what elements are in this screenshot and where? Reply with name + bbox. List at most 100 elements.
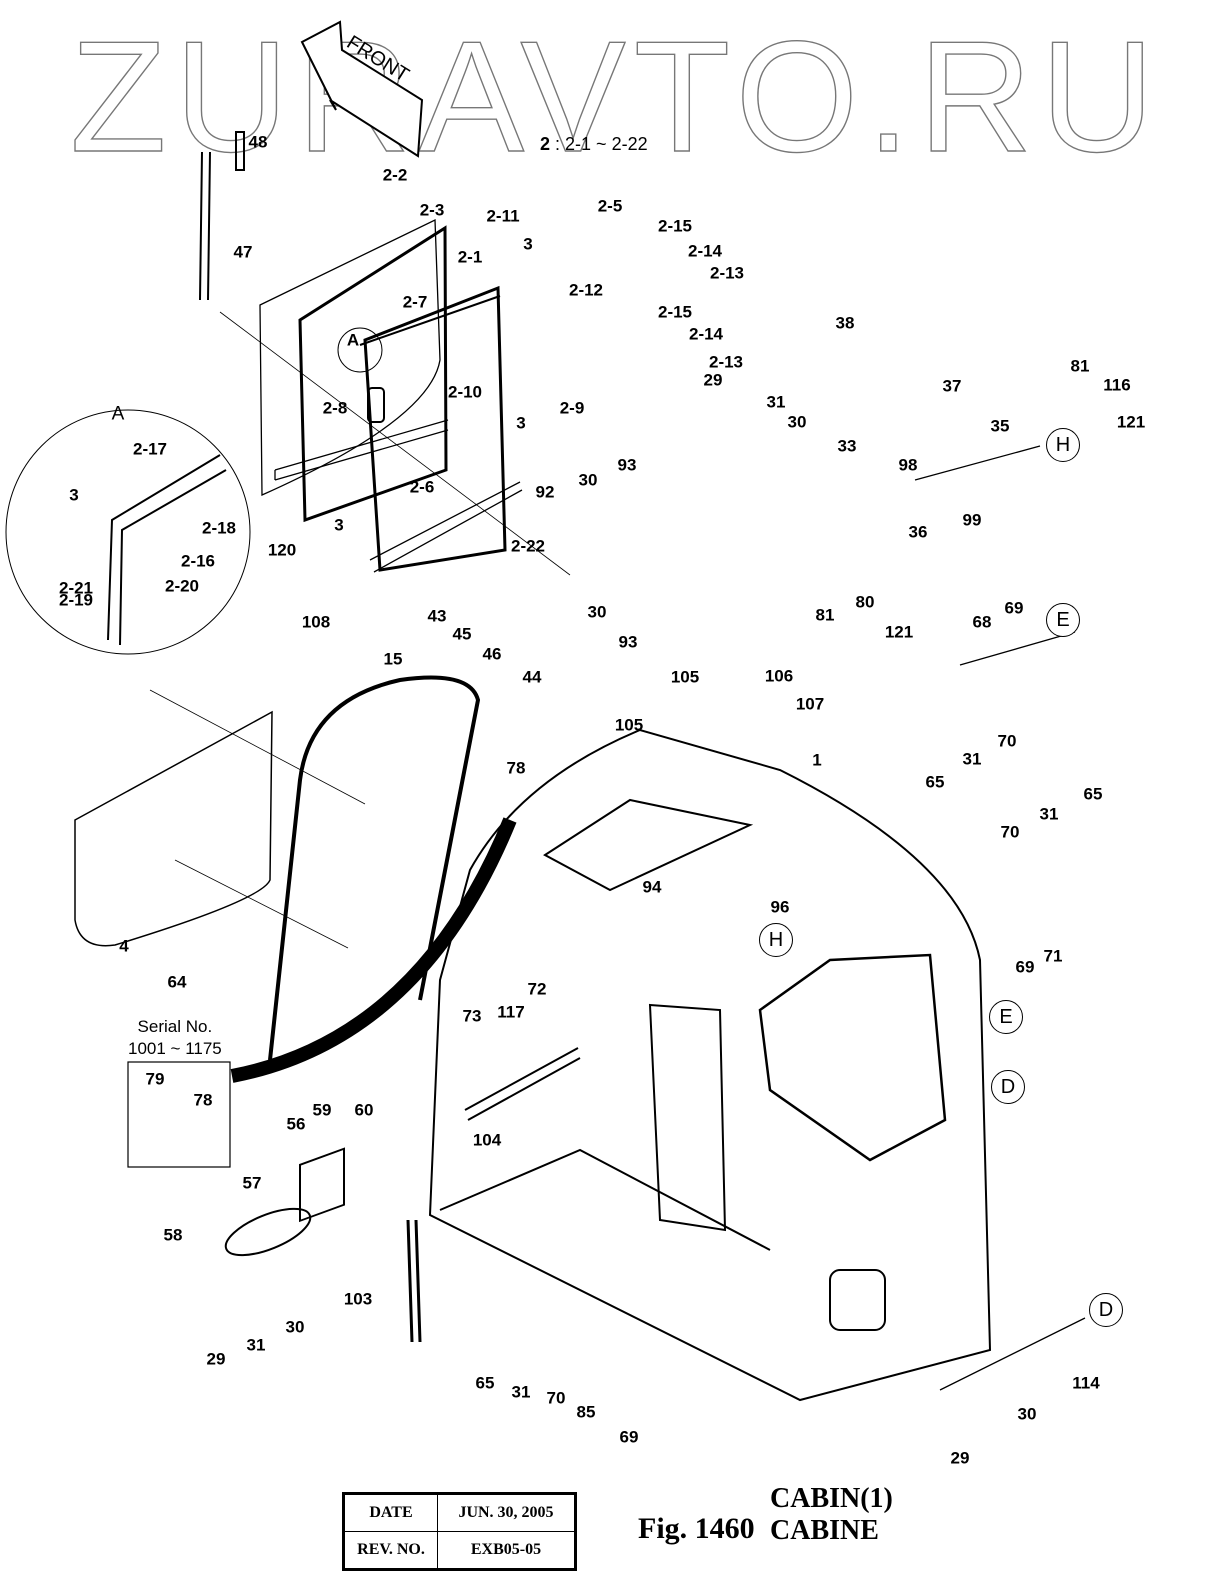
part-callout: 2-13 — [708, 352, 744, 372]
detail-a-circle — [5, 409, 251, 655]
rev-value: EXB05-05 — [437, 1531, 576, 1570]
door-sash — [363, 285, 507, 572]
part-callout: 78 — [193, 1090, 213, 1110]
part-callout: 29 — [703, 370, 723, 390]
part-callout: 72 — [527, 979, 547, 999]
part-callout: 92 — [535, 482, 555, 502]
part-callout: 29 — [206, 1349, 226, 1369]
part-callout: 70 — [546, 1388, 566, 1408]
ref-circle-e-cabin: E — [989, 1000, 1023, 1034]
part-callout: 2-17 — [132, 439, 168, 459]
part-callout: 114 — [1072, 1373, 1100, 1393]
door-opening — [648, 1003, 727, 1232]
figure-title-fr: CABINE — [770, 1515, 879, 1547]
part-callout: 3 — [516, 413, 526, 433]
part-callout: 59 — [312, 1100, 332, 1120]
figure-title-en: CABIN(1) — [770, 1483, 893, 1514]
part-callout: 79 — [145, 1069, 165, 1089]
part-callout: 107 — [795, 694, 825, 714]
strip-104 — [464, 1047, 581, 1121]
part-callout: 38 — [835, 313, 855, 333]
cabin-body — [428, 728, 992, 1402]
part-callout: 99 — [962, 510, 982, 530]
part-callout: 30 — [587, 602, 607, 622]
part-callout: 2-1 — [457, 247, 483, 267]
date-label: DATE — [343, 1493, 438, 1532]
part-callout: 58 — [163, 1225, 183, 1245]
part-callout: A — [346, 330, 360, 350]
part-callout: 2-13 — [709, 263, 745, 283]
part-callout: 98 — [898, 455, 918, 475]
wiper-blade — [235, 131, 245, 171]
part-callout: 108 — [301, 612, 331, 632]
part-callout: 65 — [1083, 784, 1103, 804]
part-callout: 30 — [787, 412, 807, 432]
ref-circle-d-cabin: D — [991, 1070, 1025, 1104]
part-callout: 80 — [855, 592, 875, 612]
roof-opening — [543, 798, 754, 892]
part-callout: 44 — [522, 667, 542, 687]
part-callout: 3 — [69, 485, 79, 505]
part-callout: 65 — [475, 1373, 495, 1393]
assembly-note: 2 : 2-1 ~ 2-22 — [540, 134, 648, 155]
part-callout: 2-15 — [657, 216, 693, 236]
part-callout: 15 — [383, 649, 403, 669]
part-callout: 2-21 — [58, 578, 94, 598]
door-seal-frame — [298, 225, 448, 523]
leader-h — [914, 445, 1041, 481]
part-callout: 69 — [619, 1427, 639, 1447]
figure-title: CABIN(1) CABINE — [770, 1483, 893, 1547]
part-callout: 85 — [576, 1402, 596, 1422]
glass-seal — [268, 675, 481, 1061]
part-callout: 70 — [1000, 822, 1020, 842]
door-glass-upper — [259, 218, 441, 496]
part-callout: 2-10 — [447, 382, 483, 402]
part-callout: 2-18 — [201, 518, 237, 538]
door-handle — [367, 387, 385, 423]
part-callout: 94 — [642, 877, 662, 897]
part-callout: 2-22 — [510, 536, 546, 556]
rear-window-frame — [758, 953, 947, 1162]
watermark: ZURAVTO.RU — [69, 9, 1163, 185]
part-callout: 81 — [815, 605, 835, 625]
leader-d — [939, 1317, 1086, 1391]
serial-note-line2: 1001 ~ 1175 — [128, 1039, 222, 1059]
part-callout: 103 — [343, 1289, 373, 1309]
part-callout: 2-14 — [688, 324, 724, 344]
cover-plate-57 — [224, 1207, 312, 1257]
part-callout: 78 — [506, 758, 526, 778]
part-callout: 31 — [962, 749, 982, 769]
part-callout: 60 — [354, 1100, 374, 1120]
part-callout: 31 — [1039, 804, 1059, 824]
switch-plate-56 — [299, 1147, 345, 1223]
part-callout: 43 — [427, 606, 447, 626]
weatherstrip — [230, 817, 517, 1083]
title-block: DATE JUN. 30, 2005 REV. NO. EXB05-05 — [342, 1492, 577, 1571]
part-callout: 45 — [452, 624, 472, 644]
part-callout: 105 — [670, 667, 700, 687]
part-callout: 2-6 — [409, 477, 435, 497]
leader-e — [959, 631, 1076, 666]
part-callout: 106 — [764, 666, 794, 686]
part-callout: 2-11 — [486, 206, 520, 226]
part-callout: 105 — [614, 715, 644, 735]
part-callout: 104 — [472, 1130, 502, 1150]
part-callout: 30 — [578, 470, 598, 490]
part-callout: 96 — [770, 897, 790, 917]
part-callout: 2-19 — [58, 590, 94, 610]
date-value: JUN. 30, 2005 — [437, 1493, 576, 1532]
part-callout: 73 — [462, 1006, 482, 1026]
detail-a-title: A — [111, 403, 125, 425]
part-callout: 3 — [334, 515, 344, 535]
part-callout: 1 — [812, 750, 822, 770]
part-callout: 57 — [242, 1173, 262, 1193]
part-callout: 65 — [925, 772, 945, 792]
part-callout: 31 — [511, 1382, 531, 1402]
part-callout: 2-5 — [597, 196, 623, 216]
part-callout: 121 — [1116, 412, 1146, 432]
part-callout: 69 — [1015, 957, 1035, 977]
part-callout: 30 — [285, 1317, 305, 1337]
part-callout: 93 — [617, 455, 637, 475]
part-callout: 2-20 — [164, 576, 200, 596]
front-arrow-icon — [300, 20, 424, 158]
